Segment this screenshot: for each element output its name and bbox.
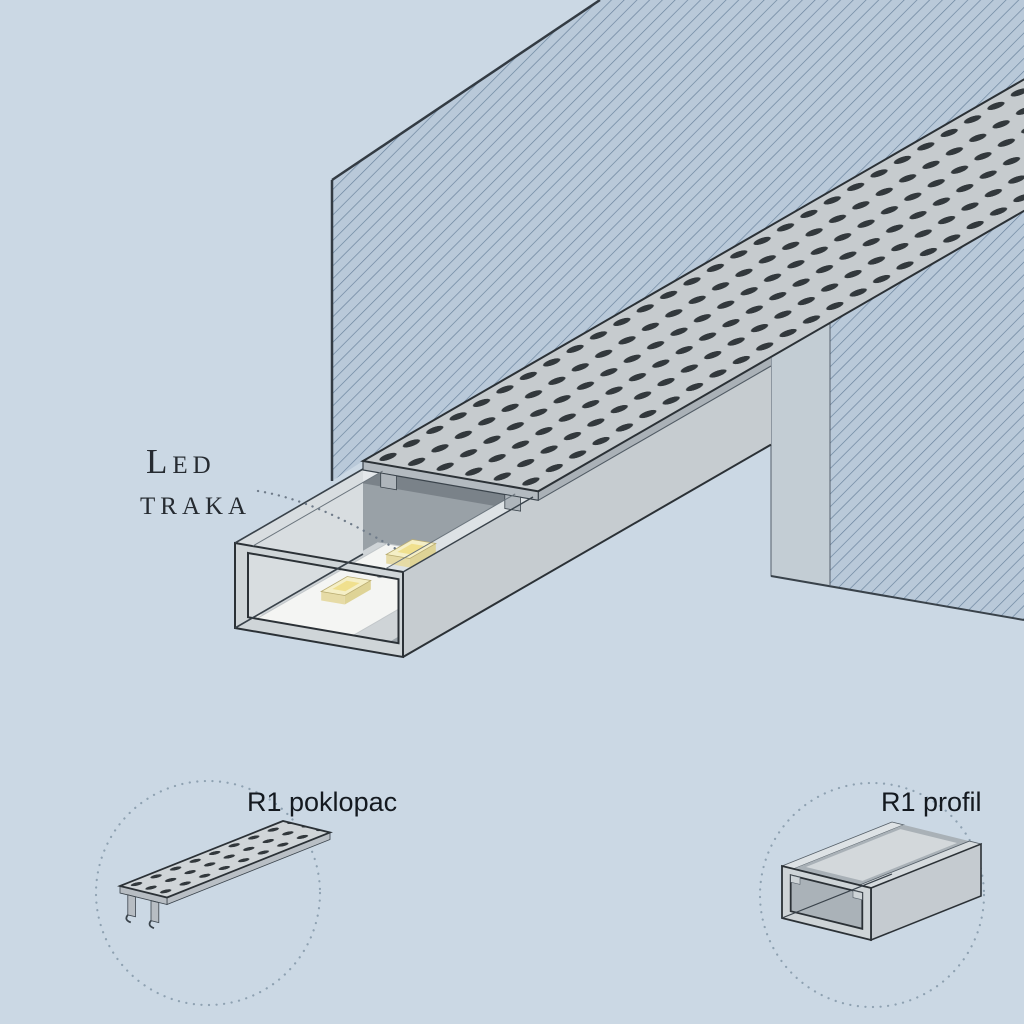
profile-detail-cross-section: [781, 864, 872, 942]
led-chip-front: [409, 543, 436, 568]
cover-detail-leg-far: [150, 900, 160, 924]
led-chip-phosphor: [397, 543, 425, 555]
profile-detail-bottom-edge: [781, 873, 893, 919]
far-wall-bottom-edge: [402, 443, 772, 658]
near-wall-bottom-edge: [234, 553, 364, 629]
block-hatch-lower: [830, 210, 1024, 620]
profile-detail-lip-tab-near: [790, 874, 801, 885]
led-chip-phosphor: [332, 580, 360, 592]
cover-outline: [360, 78, 1024, 493]
cover-perforations: [363, 79, 1024, 492]
cover-detail-hook-near: [125, 914, 132, 924]
callout-line1: Led: [146, 442, 216, 481]
groove-slot-face: [770, 322, 831, 587]
detail-circle-profile: [758, 781, 986, 1009]
far-lip-inner-edge: [385, 493, 516, 570]
detail-cover-drawing: [117, 820, 333, 930]
perforated-cover: [360, 78, 1024, 493]
cover-detail-perforations: [120, 821, 330, 898]
detail-view-profile: R1 profil: [758, 781, 986, 1009]
cover-detail-plate-outline: [117, 820, 333, 899]
near-lip-edge: [234, 468, 364, 544]
channel-far-wall: [403, 359, 771, 657]
detail-view-cover: R1 poklopac: [94, 779, 397, 1007]
cover-thickness-edge: [538, 357, 771, 501]
block-hatch-upper: [332, 0, 1024, 481]
detail-circle-cover: [94, 779, 322, 1007]
profile-detail-floor: [805, 829, 958, 881]
detail-label-profile: R1 profil: [881, 787, 982, 817]
detail-label-cover: R1 poklopac: [247, 787, 397, 817]
led-chip-1: [320, 576, 372, 605]
mounting-block: [330, 0, 1024, 621]
cover-leg-near: [380, 472, 397, 491]
channel-near-wall: [235, 469, 363, 628]
leader-line: [256, 489, 398, 551]
block-top-edge: [331, 0, 601, 182]
led-chip-front: [344, 580, 371, 605]
callout-led-traka: Led traka: [140, 442, 398, 551]
cover-shadow: [361, 471, 516, 506]
block-bottom-edge: [770, 575, 1024, 621]
far-lip-edge: [402, 496, 534, 573]
led-profile: [234, 78, 1024, 659]
detail-profile-drawing: [780, 821, 983, 942]
cover-detail-hook-far: [148, 920, 155, 930]
cover-edge-line: [538, 365, 772, 501]
callout-line2: traka: [140, 483, 251, 522]
profile-detail-lip-tab-far: [852, 890, 863, 901]
cover-detail-leg-near: [127, 894, 136, 918]
near-lip-inner-edge: [252, 470, 383, 547]
